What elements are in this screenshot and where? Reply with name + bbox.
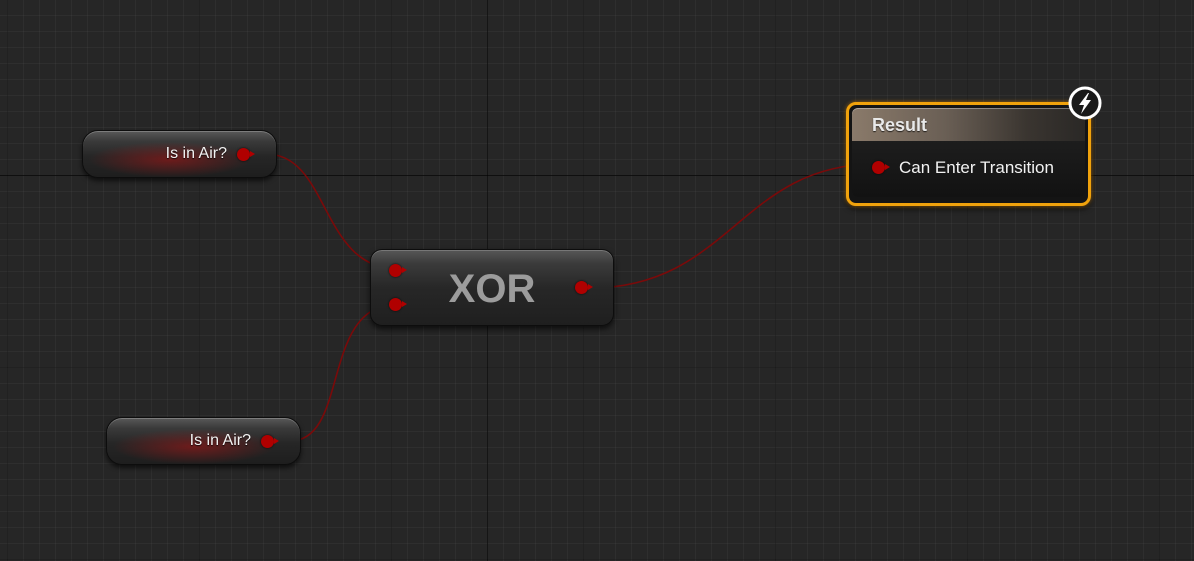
result-title: Result	[872, 115, 928, 135]
is-in-air-output-pin[interactable]	[261, 435, 279, 448]
xor-input-pin-b[interactable]	[389, 298, 407, 311]
is-in-air-node-bottom[interactable]: Is in Air?	[106, 417, 301, 465]
xor-node[interactable]: XOR	[370, 249, 614, 326]
result-node[interactable]: Result Can Enter Transition	[846, 102, 1091, 206]
is-in-air-label: Is in Air?	[165, 145, 227, 162]
result-header: Result	[852, 108, 1085, 141]
xor-input-pin-a[interactable]	[389, 264, 407, 277]
can-enter-transition-label: Can Enter Transition	[899, 158, 1054, 177]
lightning-bolt-icon	[1068, 86, 1102, 120]
result-body: Can Enter Transition	[852, 141, 1085, 197]
wire-xor-to-result	[589, 163, 877, 289]
xor-output-pin[interactable]	[575, 281, 593, 294]
xor-label: XOR	[448, 267, 536, 311]
is-in-air-output-pin[interactable]	[237, 148, 255, 161]
is-in-air-label: Is in Air?	[189, 432, 251, 449]
can-enter-transition-input-pin[interactable]	[872, 161, 890, 174]
is-in-air-node-top[interactable]: Is in Air?	[82, 130, 277, 178]
